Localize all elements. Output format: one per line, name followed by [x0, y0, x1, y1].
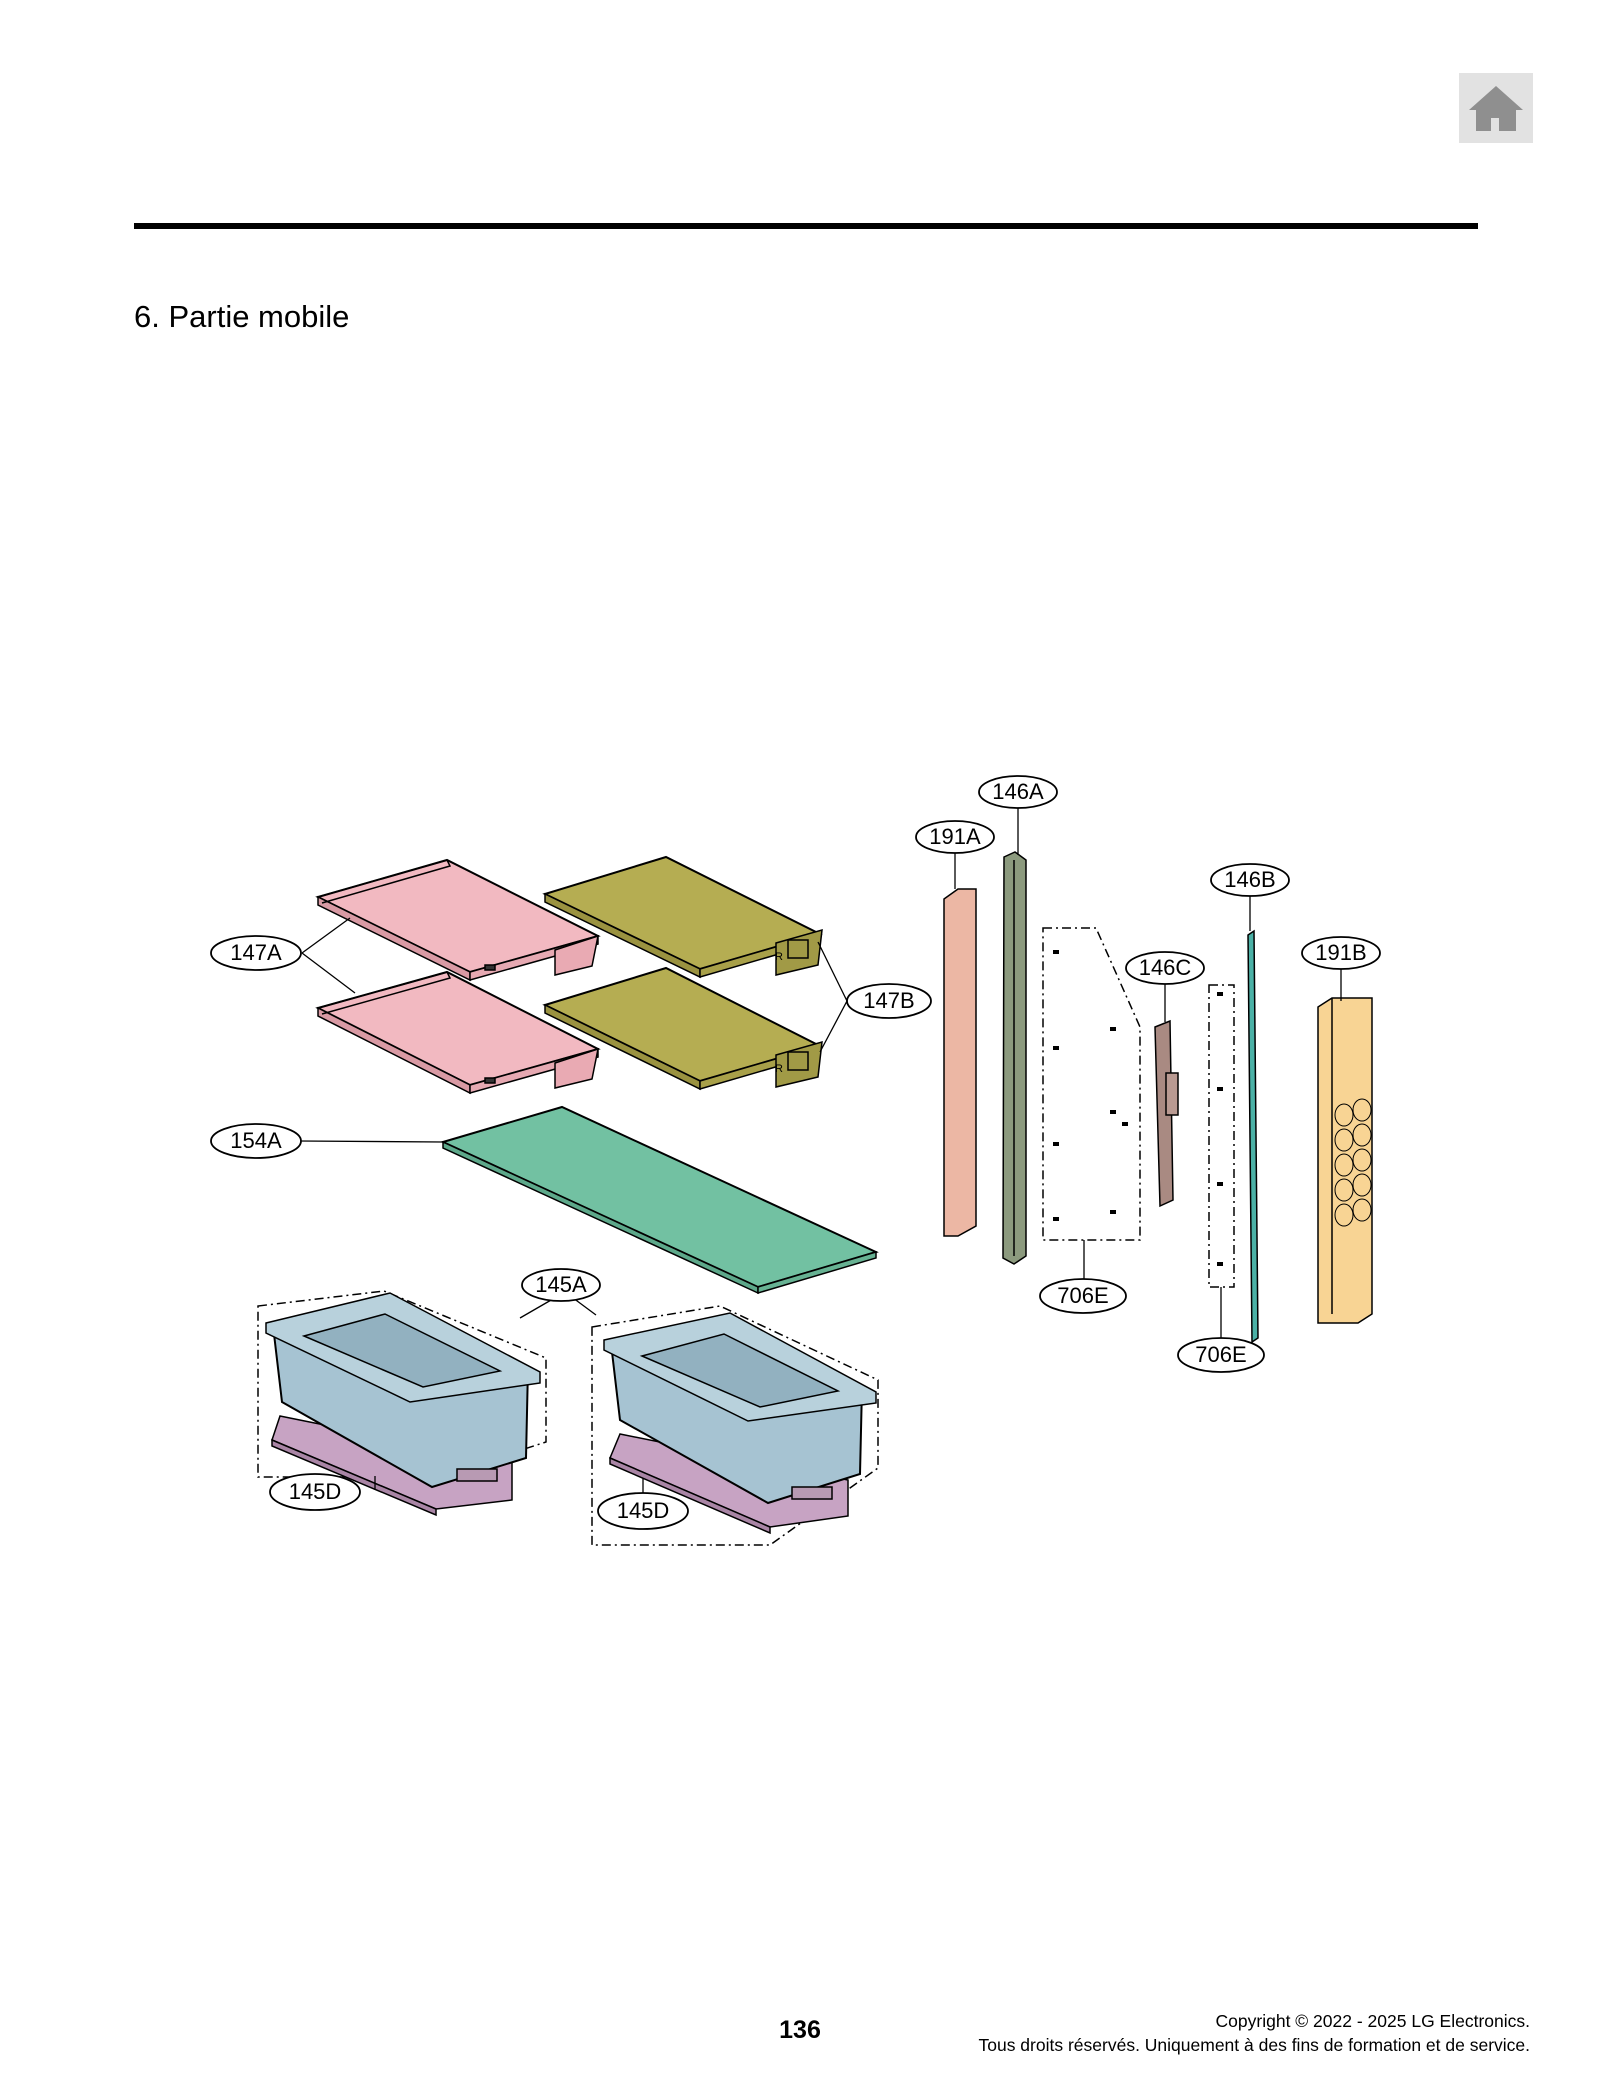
shelf-154A: [440, 1105, 879, 1295]
home-button[interactable]: [1459, 73, 1533, 143]
panel-191B: [1317, 997, 1373, 1324]
copyright-line-2: Tous droits réservés. Uniquement à des f…: [978, 2035, 1530, 2055]
callout-191A: 191A: [929, 824, 981, 849]
drawer-145A-left: [257, 1290, 547, 1517]
panel-191A: [943, 888, 977, 1237]
copyright-line-1: Copyright © 2022 - 2025 LG Electronics.: [1215, 2011, 1530, 2031]
callout-145D-right: 145D: [617, 1498, 670, 1523]
page-number: 136: [779, 2016, 821, 2044]
header-rule: [134, 223, 1478, 229]
rail-146A: [1002, 851, 1027, 1265]
section-title: 6. Partie mobile: [134, 299, 350, 334]
svg-text:R: R: [775, 1063, 783, 1075]
copyright-notice: Copyright © 2022 - 2025 LG Electronics. …: [978, 2009, 1530, 2057]
callout-191B: 191B: [1315, 940, 1366, 965]
shelf-147B-lower: R: [542, 966, 823, 1091]
home-icon: [1469, 86, 1523, 131]
screw-set-706E-left: [1042, 927, 1141, 1241]
bracket-146C: [1154, 1019, 1179, 1208]
callout-146A: 146A: [992, 779, 1044, 804]
callout-145D-left: 145D: [289, 1479, 342, 1504]
callout-145A: 145A: [535, 1272, 587, 1297]
rail-146B: [1247, 929, 1259, 1344]
callout-147B: 147B: [863, 988, 914, 1013]
callout-146C: 146C: [1139, 955, 1192, 980]
callout-shapes: [210, 775, 1381, 1530]
shelf-147B-upper: R: [542, 855, 823, 979]
callout-154A: 154A: [230, 1128, 282, 1153]
callout-706E-right: 706E: [1195, 1342, 1246, 1367]
callout-147A: 147A: [230, 940, 282, 965]
callout-146B: 146B: [1224, 867, 1275, 892]
svg-text:R: R: [775, 951, 783, 963]
leader-lines: [298, 808, 1342, 1501]
callout-706E-left: 706E: [1057, 1283, 1108, 1308]
drawer-145A-right: [591, 1305, 879, 1546]
screw-set-706E-right: [1208, 984, 1235, 1288]
shelf-147A-lower: [315, 970, 601, 1095]
shelf-147A-upper: [315, 858, 601, 982]
